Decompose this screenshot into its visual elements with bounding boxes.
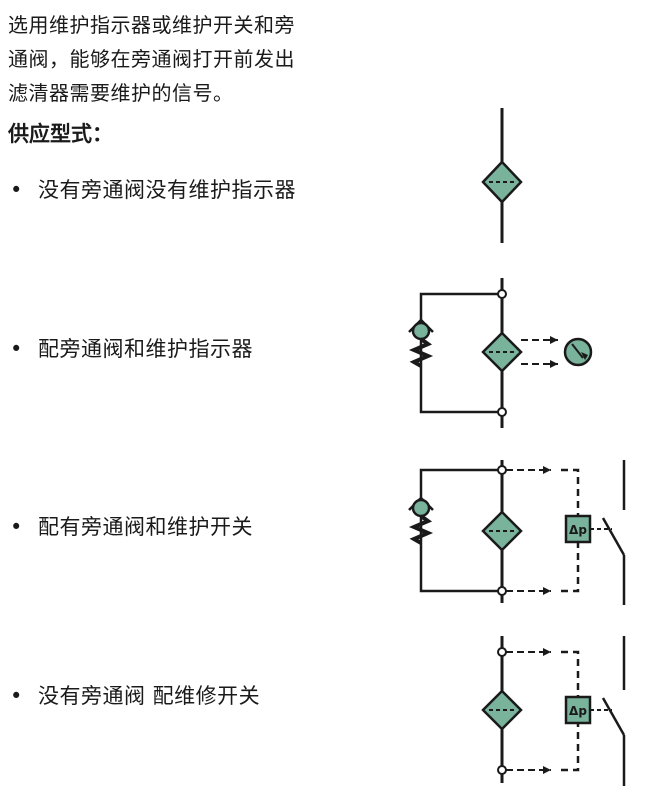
- symbol-filter-plain: [481, 108, 523, 243]
- intro-line: 选用维护指示器或维护开关和旁: [8, 13, 295, 37]
- gauge-icon: [563, 337, 593, 367]
- check-valve-icon: [408, 496, 434, 545]
- bullet: •: [10, 684, 23, 708]
- filter-diamond-icon: [481, 510, 523, 552]
- dp-switch-label: Δp: [569, 704, 587, 718]
- intro-line: 滤清器需要维护的信号。: [8, 81, 234, 105]
- option-bypass-with-switch: • 配有旁通阀和维护开关: [10, 511, 253, 541]
- check-valve-icon: [408, 318, 434, 368]
- bullet: •: [10, 178, 23, 202]
- option-no-bypass-with-switch: • 没有旁通阀 配维修开关: [10, 680, 260, 710]
- option-label: 配有旁通阀和维护开关: [38, 515, 253, 539]
- filter-diamond-icon: [481, 331, 523, 373]
- option-label: 没有旁通阀 配维修开关: [38, 684, 261, 708]
- option-bypass-with-indicator: • 配旁通阀和维护指示器: [10, 333, 253, 363]
- dp-switch-label: Δp: [569, 523, 587, 537]
- filter-diamond-icon: [481, 160, 523, 204]
- symbol-bypass-switch: Δp: [408, 460, 626, 605]
- bullet: •: [10, 515, 23, 539]
- option-label: 配旁通阀和维护指示器: [38, 337, 253, 361]
- intro-line: 通阀，能够在旁通阀打开前发出: [8, 47, 295, 71]
- intro-text: 选用维护指示器或维护开关和旁 通阀，能够在旁通阀打开前发出 滤清器需要维护的信号…: [8, 8, 338, 110]
- filter-diamond-icon: [481, 689, 523, 731]
- symbol-bypass-indicator: [408, 278, 593, 428]
- option-label: 没有旁通阀没有维护指示器: [38, 178, 296, 202]
- symbol-switch-only: Δp: [481, 636, 626, 786]
- supply-type-heading: 供应型式：: [8, 122, 113, 146]
- option-no-bypass-no-indicator: • 没有旁通阀没有维护指示器: [10, 174, 296, 204]
- bullet: •: [10, 337, 23, 361]
